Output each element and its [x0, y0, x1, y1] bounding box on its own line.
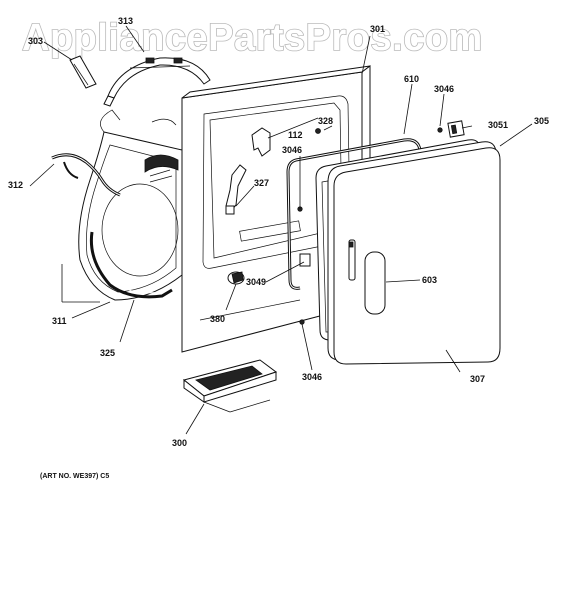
door-outer-part [327, 141, 501, 365]
drum-light-part [227, 271, 245, 285]
front-bulkhead-part [78, 109, 183, 301]
label-325: 325 [100, 348, 115, 358]
label-312: 312 [8, 180, 23, 190]
label-313: 313 [118, 16, 133, 26]
label-610: 610 [404, 74, 419, 84]
label-305: 305 [534, 116, 549, 126]
latch-screw-part [437, 127, 443, 133]
label-3051: 3051 [488, 120, 508, 130]
label-603: 603 [422, 275, 437, 285]
door-latch-part [447, 120, 465, 138]
label-3046-top: 3046 [434, 84, 454, 94]
door-switch-part [251, 127, 271, 157]
screw-112-part [315, 128, 321, 134]
label-300: 300 [172, 438, 187, 448]
latch-strike-part [225, 164, 247, 215]
label-303: 303 [28, 36, 43, 46]
watermark-text: AppliancePartsPros.com [22, 17, 483, 59]
wire-harness-part [51, 153, 121, 197]
label-3049: 3049 [246, 277, 266, 287]
label-311: 311 [52, 316, 67, 326]
door-gasket-part [286, 138, 422, 290]
front-panel-part [181, 65, 371, 353]
hinge-part [299, 253, 311, 267]
felt-pad-part [69, 55, 97, 89]
hinge-screw-lower-part [299, 319, 305, 325]
label-301: 301 [370, 24, 385, 34]
label-328: 328 [318, 116, 333, 126]
lint-filter-housing-part [182, 359, 278, 413]
label-112: 112 [288, 130, 303, 140]
art-number-label: (ART NO. WE397) C5 [40, 473, 109, 480]
leader-lines [29, 25, 533, 435]
label-3046-mid: 3046 [282, 145, 302, 155]
bearing-bracket-part [103, 57, 211, 107]
label-327: 327 [254, 178, 269, 188]
felt-seal-part [89, 231, 173, 299]
label-307: 307 [470, 374, 485, 384]
label-380: 380 [210, 314, 225, 324]
label-3046-bot: 3046 [302, 372, 322, 382]
